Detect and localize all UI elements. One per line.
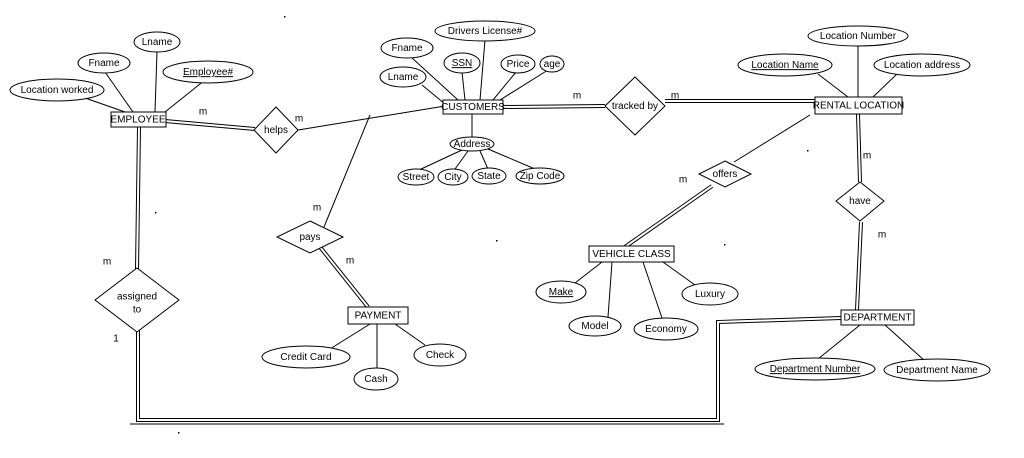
attribute-address-street: Street	[397, 168, 435, 186]
attribute-vehicle-luxury: Luxury	[681, 282, 739, 306]
relationship-tracked-by: tracked by	[604, 76, 666, 136]
attribute-payment-check-label: Check	[426, 350, 455, 361]
relationship-tracked-by-label: tracked by	[612, 101, 658, 112]
attribute-address-state: State	[471, 167, 507, 185]
attribute-address-city: City	[437, 168, 469, 186]
entity-department-label: DEPARTMENT	[844, 313, 912, 324]
relationship-assigned-to: assigned to	[94, 267, 180, 333]
attribute-address-zip-label: Zip Code	[520, 171, 561, 182]
cardinality-pays-payment: m	[346, 256, 354, 267]
attribute-customer-drivers-license-label: Drivers License#	[448, 26, 523, 37]
attribute-customer-age-label: age	[544, 59, 561, 70]
cardinality-tracked-location: m	[671, 91, 679, 102]
cardinality-customers-pays: m	[313, 203, 321, 214]
attribute-department-number: Department Number	[754, 357, 876, 381]
cardinality-offers-vehicle: m	[679, 175, 687, 186]
entity-customers: CUSTOMERS	[441, 99, 505, 115]
attribute-employee-id-label: Employee#	[183, 67, 233, 78]
entity-payment: PAYMENT	[347, 306, 409, 325]
relationship-helps: helps	[253, 106, 299, 154]
attribute-location-address-label: Location address	[884, 60, 960, 71]
cardinality-helps-customers: m	[295, 114, 303, 125]
entity-employee: EMPLOYEE	[110, 111, 167, 128]
relationship-assigned-to-label-line2: to	[133, 305, 142, 316]
relationship-offers: offers	[697, 160, 753, 188]
attribute-employee-fname-label: Fname	[88, 58, 120, 69]
relationship-offers-label: offers	[713, 169, 738, 180]
attribute-location-name-label: Location Name	[751, 60, 819, 71]
attribute-vehicle-luxury-label: Luxury	[695, 289, 725, 300]
attribute-customer-age: age	[539, 55, 565, 73]
attribute-payment-credit-card: Credit Card	[261, 345, 351, 369]
attribute-department-name-label: Department Name	[896, 365, 978, 376]
attribute-customer-address-label: Address	[454, 139, 491, 150]
cardinality-have-department: m	[878, 230, 886, 241]
attribute-vehicle-model: Model	[568, 315, 622, 337]
attribute-employee-location-worked: Location worked	[9, 78, 105, 102]
stray-dots	[155, 16, 809, 434]
attribute-payment-check: Check	[413, 343, 467, 367]
attribute-employee-lname: Lname	[133, 31, 181, 53]
entity-rental-location: RENTAL LOCATION	[813, 96, 905, 115]
attribute-payment-cash: Cash	[353, 367, 399, 391]
entity-customers-label: CUSTOMERS	[441, 102, 505, 113]
cardinality-employee-helps: m	[199, 107, 207, 118]
attribute-customer-price: Price	[500, 54, 536, 74]
attribute-customer-lname: Lname	[379, 66, 427, 88]
entity-rental-location-label: RENTAL LOCATION	[813, 101, 905, 112]
attribute-customer-price-label: Price	[507, 59, 530, 70]
attribute-location-address: Location address	[873, 53, 971, 77]
attribute-location-name: Location Name	[737, 53, 833, 77]
attribute-vehicle-economy: Economy	[633, 317, 699, 341]
attribute-department-number-label: Department Number	[770, 364, 861, 375]
attribute-payment-credit-card-label: Credit Card	[280, 352, 331, 363]
connector-lines	[67, 39, 926, 425]
attribute-vehicle-model-label: Model	[581, 321, 608, 332]
cardinality-location-have: m	[863, 151, 871, 162]
attribute-customer-ssn-label: SSN	[452, 58, 473, 69]
attribute-vehicle-make-label: Make	[549, 287, 574, 298]
relationship-have-label: have	[849, 196, 871, 207]
attribute-payment-cash-label: Cash	[364, 374, 387, 385]
entity-payment-label: PAYMENT	[355, 311, 402, 322]
attribute-address-zip: Zip Code	[515, 167, 565, 185]
attribute-address-city-label: City	[444, 172, 461, 183]
attribute-customer-lname-label: Lname	[388, 72, 419, 83]
attribute-department-name: Department Name	[883, 358, 991, 382]
relationship-pays-label: pays	[299, 232, 320, 243]
relationship-helps-label: helps	[264, 125, 288, 136]
attribute-address-state-label: State	[477, 171, 501, 182]
entity-employee-label: EMPLOYEE	[110, 115, 165, 126]
entity-department: DEPARTMENT	[840, 309, 915, 326]
attribute-employee-lname-label: Lname	[142, 37, 173, 48]
attribute-customer-address: Address	[449, 136, 495, 152]
attribute-employee-id: Employee#	[162, 60, 254, 84]
entity-vehicle-class: VEHICLE CLASS	[588, 245, 675, 263]
entity-vehicle-class-label: VEHICLE CLASS	[592, 249, 671, 260]
relationship-have: have	[835, 181, 885, 222]
attribute-address-street-label: Street	[403, 172, 430, 183]
attribute-customer-drivers-license: Drivers License#	[434, 20, 536, 42]
attribute-location-number: Location Number	[807, 25, 909, 47]
attribute-employee-location-worked-label: Location worked	[21, 85, 94, 96]
attribute-customer-fname-label: Fname	[391, 43, 423, 54]
cardinality-assigned-department: 1	[113, 334, 119, 345]
attribute-customer-ssn: SSN	[443, 52, 481, 74]
attribute-customer-fname: Fname	[380, 37, 434, 59]
attribute-vehicle-make: Make	[535, 280, 587, 304]
attribute-vehicle-economy-label: Economy	[645, 324, 687, 335]
relationship-assigned-to-label-line1: assigned	[117, 292, 157, 303]
cardinality-employee-assigned: m	[103, 257, 111, 268]
cardinality-labels: m m m m m m m m m m 1	[103, 91, 886, 345]
attribute-employee-fname: Fname	[77, 52, 131, 74]
relationship-pays: pays	[275, 220, 345, 254]
attribute-location-number-label: Location Number	[820, 31, 897, 42]
cardinality-customers-tracked: m	[573, 91, 581, 102]
